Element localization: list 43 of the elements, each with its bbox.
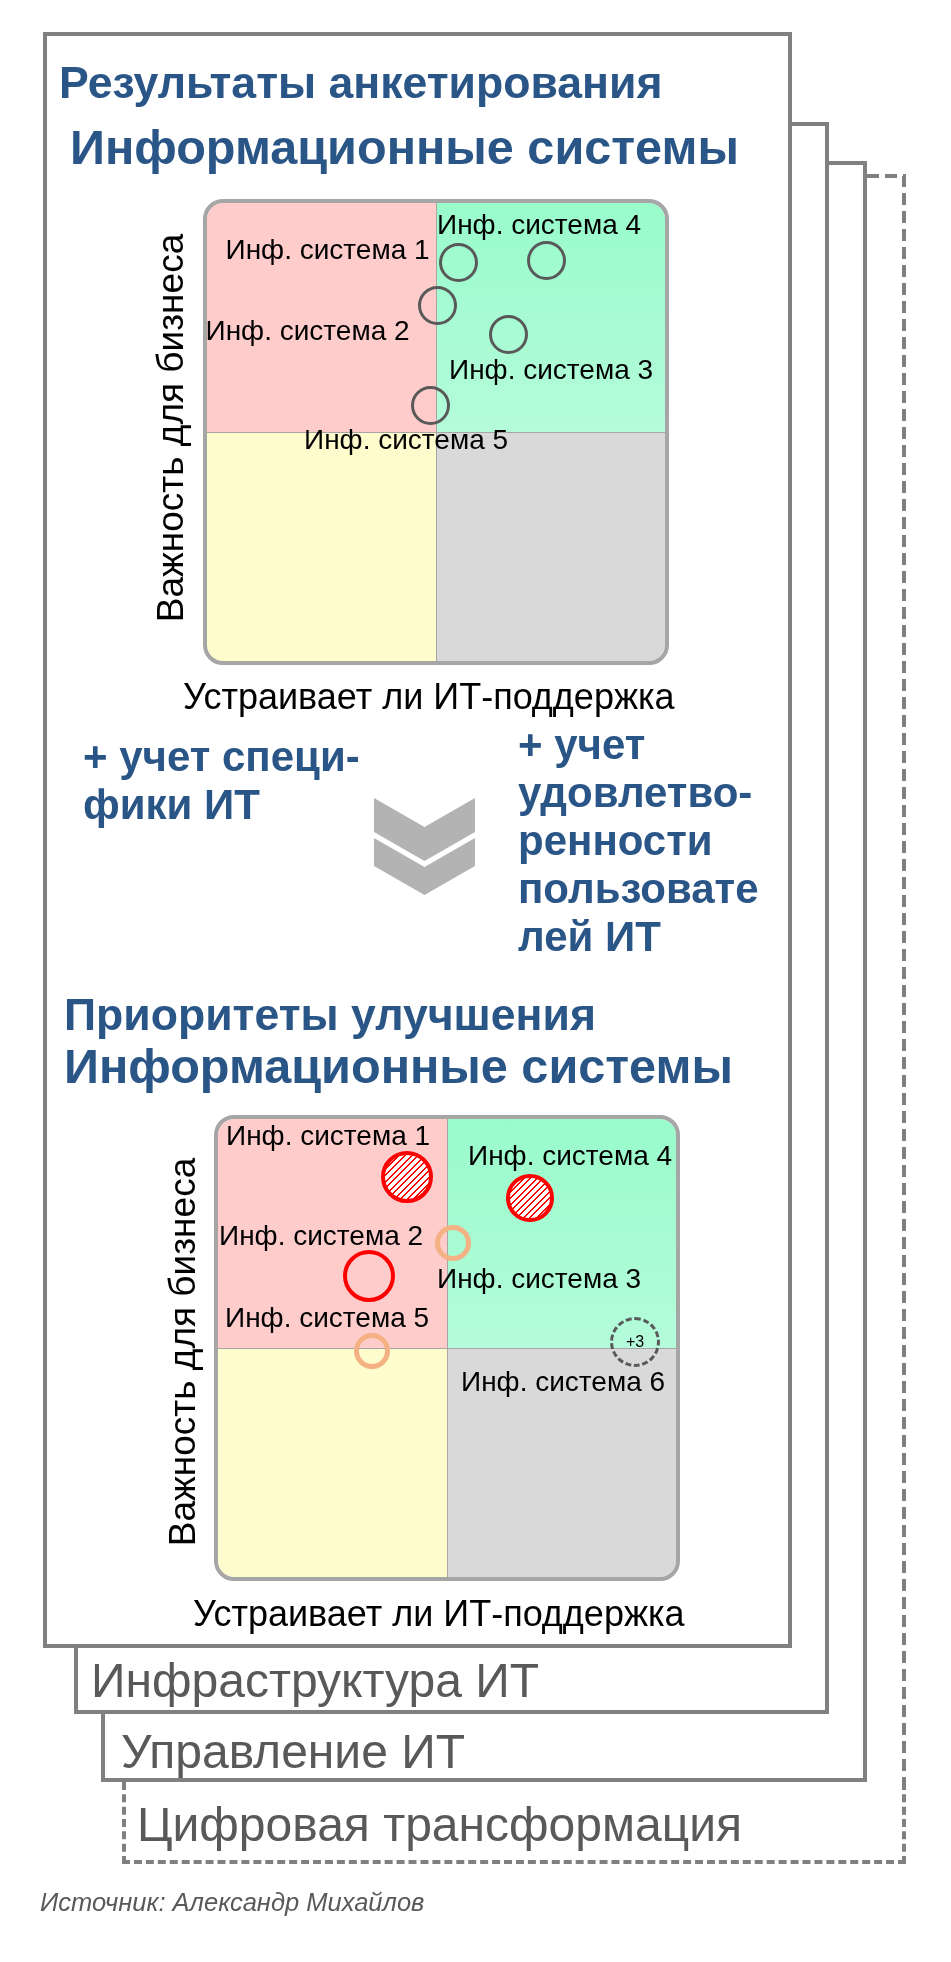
- card-caption: Инфраструктура ИТ: [91, 1656, 540, 1707]
- circle-marker-icon: [527, 241, 566, 280]
- axis-label: Важность для бизнеса: [161, 1157, 204, 1547]
- note-text: + учет удовлетво- ренности пользовате лей ИТ: [518, 721, 760, 961]
- dashed-circle-marker: [610, 1317, 660, 1367]
- hatched-circle-marker-icon: [506, 1174, 554, 1222]
- point-label: Инф. система 2: [219, 1221, 424, 1250]
- point-label: Инф. система 6: [461, 1368, 666, 1396]
- point-label: Инф. система 5: [304, 426, 509, 455]
- circle-marker-icon: [343, 1250, 395, 1302]
- axis-label: Устраивает ли ИТ-поддержка: [183, 675, 675, 717]
- point-label: Инф. система 1: [226, 1122, 431, 1151]
- axis-label: Важность для бизнеса: [149, 233, 192, 623]
- hatched-circle-marker-icon: [381, 1151, 433, 1203]
- quadrant-chart: [214, 1115, 680, 1581]
- ring-marker-icon: [354, 1333, 390, 1369]
- section-subtitle: Информационные системы: [64, 1038, 733, 1095]
- card-caption: Цифровая трансформация: [137, 1800, 742, 1851]
- card-panel: [74, 1648, 829, 1714]
- point-label: Инф. система 3: [449, 356, 654, 384]
- point-label: Инф. система 4: [468, 1142, 673, 1170]
- circle-marker-icon: [417, 285, 457, 325]
- axis-label: Устраивает ли ИТ-поддержка: [193, 1592, 685, 1634]
- card-panel: [43, 32, 792, 1648]
- card-caption: Управление ИТ: [121, 1727, 465, 1778]
- count-label: +3: [625, 1334, 645, 1350]
- ring-marker-icon: [435, 1225, 471, 1261]
- section-title: Приоритеты улучшения: [64, 988, 596, 1040]
- point-label: Инф. система 5: [225, 1304, 430, 1333]
- point-label: Инф. система 1: [225, 236, 430, 265]
- note-text: + учет специ- фики ИТ: [83, 733, 361, 829]
- source-note: Источник: Александр Михайлов: [40, 1887, 425, 1918]
- circle-marker-icon: [489, 315, 528, 354]
- section-subtitle: Информационные системы: [70, 119, 739, 176]
- quadrant-chart: [203, 199, 669, 665]
- point-label: Инф. система 3: [437, 1265, 642, 1294]
- dashed-card-panel: [122, 1782, 906, 1864]
- circle-marker-icon: [439, 242, 478, 282]
- point-label: Инф. система 4: [437, 211, 642, 240]
- section-title: Результаты анкетирования: [59, 57, 663, 109]
- card-panel: [101, 1714, 867, 1782]
- point-label: Инф. система 2: [205, 316, 410, 345]
- circle-marker-icon: [410, 386, 450, 425]
